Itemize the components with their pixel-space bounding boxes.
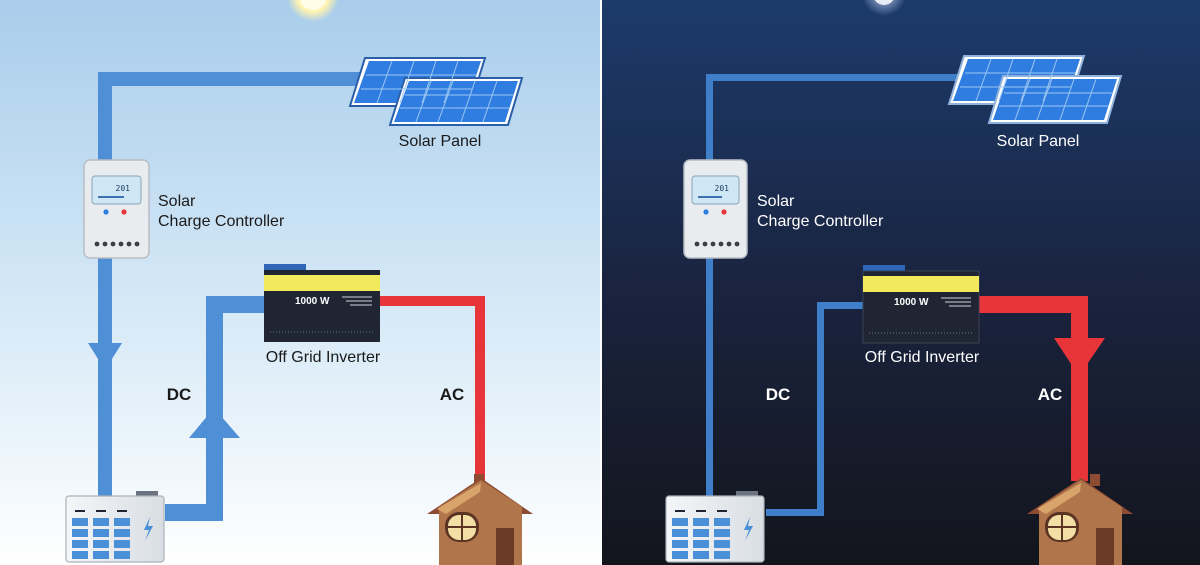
inverter-icon	[862, 265, 980, 344]
solar-panel-label: Solar Panel	[399, 133, 482, 150]
charge-controller-icon	[83, 159, 150, 259]
ac-wire-inverter-to-house	[380, 296, 485, 481]
controller-label-line1: Solar	[757, 193, 795, 210]
inverter-icon	[264, 264, 380, 342]
controller-label-line2: Charge Controller	[158, 213, 285, 230]
house-icon	[427, 474, 533, 565]
day-panel: Solar Panel 201 Solar Charge Controller	[0, 0, 600, 565]
solar-panel-icon	[947, 55, 1123, 124]
inverter-label: Off Grid Inverter	[865, 349, 980, 366]
panel-divider	[600, 0, 602, 565]
dc-wire-panel-to-battery	[706, 74, 974, 504]
battery-icon	[665, 491, 765, 563]
flow-arrow-icon	[189, 408, 240, 438]
solar-panel-icon	[348, 57, 524, 126]
flow-arrow-icon	[1054, 338, 1105, 376]
night-panel: Solar Panel 201 Solar Charge Controller	[602, 0, 1200, 565]
ac-wire-inverter-to-house	[978, 296, 1105, 481]
ac-label: AC	[1038, 385, 1063, 404]
dc-wire-battery-to-inverter	[766, 302, 865, 516]
dc-wire-battery-to-inverter	[165, 296, 264, 521]
inverter-rating: 1000 W	[295, 296, 330, 307]
moon-icon	[862, 0, 906, 16]
controller-label-line2: Charge Controller	[757, 213, 884, 230]
controller-display: 201	[116, 184, 131, 193]
solar-panel-label: Solar Panel	[997, 133, 1080, 150]
dc-label: DC	[766, 385, 791, 404]
charge-controller-icon	[683, 159, 748, 259]
controller-label-line1: Solar	[158, 193, 196, 210]
ac-label: AC	[440, 385, 465, 404]
house-icon	[1027, 474, 1133, 565]
flow-arrow-icon	[88, 343, 122, 370]
inverter-label: Off Grid Inverter	[266, 349, 381, 366]
dc-label: DC	[167, 385, 192, 404]
controller-display: 201	[715, 184, 730, 193]
battery-icon	[65, 491, 165, 563]
sun-icon	[287, 0, 339, 22]
inverter-rating: 1000 W	[894, 297, 929, 308]
